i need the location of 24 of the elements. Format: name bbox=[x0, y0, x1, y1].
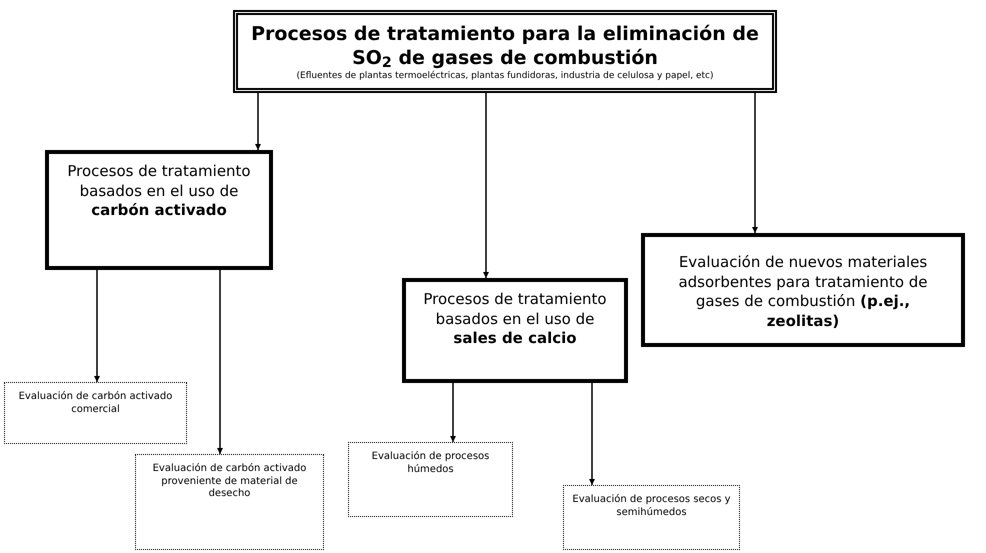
arrow bbox=[217, 270, 223, 454]
evaluation-box bbox=[348, 442, 513, 517]
process-box bbox=[402, 278, 628, 383]
box-title: Evaluación de procesos secos y semihúmedos bbox=[572, 494, 731, 519]
arrow bbox=[94, 270, 100, 382]
box-title: Evaluación de carbón activado proveniente de material de desecho bbox=[152, 463, 308, 500]
box-title: Evaluación de carbón activado comercial bbox=[18, 391, 174, 416]
box-title: Procesos de tratamiento basados en el uso de sales de calcio bbox=[422, 290, 608, 348]
process-box bbox=[45, 150, 273, 270]
evaluation-box bbox=[135, 454, 324, 550]
box-title: Evaluación de nuevos materiales adsorbentes para tratamiento de gases de combustión (p.ej., zeolitas) bbox=[677, 252, 929, 331]
box-title: Procesos de tratamiento para la eliminación de SO$_{2}$ de gases de combustión bbox=[250, 23, 760, 70]
arrow bbox=[589, 383, 595, 485]
arrow bbox=[255, 93, 261, 150]
evaluation-box bbox=[563, 485, 740, 550]
arrow bbox=[483, 93, 489, 278]
evaluation-box bbox=[4, 382, 187, 444]
process-box bbox=[641, 233, 965, 347]
title-box bbox=[233, 10, 777, 93]
box-title: Evaluación de procesos húmedos bbox=[370, 451, 490, 476]
arrow bbox=[450, 383, 456, 442]
box-subtitle: (Efluentes de plantas termoeléctricas, plantas fundidoras, industria de celulosa y papel, etc) bbox=[296, 70, 714, 82]
box-title: Procesos de tratamiento basados en el uso de carbón activado bbox=[66, 162, 252, 220]
arrow bbox=[752, 93, 758, 233]
